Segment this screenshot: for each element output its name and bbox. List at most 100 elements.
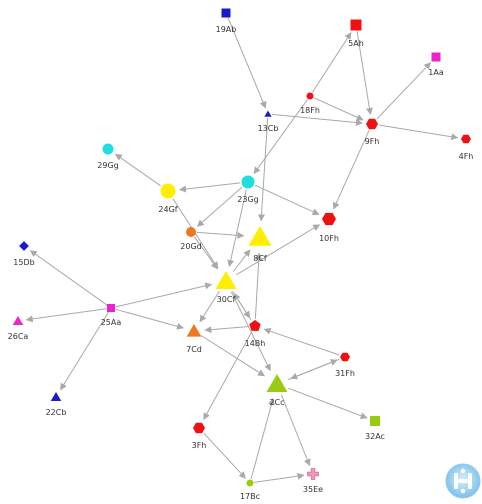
- node-label: 1Aa: [428, 68, 444, 77]
- node-4Fh-hexagon-icon: [461, 134, 471, 144]
- node-23Gg[interactable]: 23Gg: [237, 175, 259, 205]
- node-label: 23Gg: [237, 195, 258, 204]
- node-24Gf[interactable]: 24Gf: [158, 183, 178, 215]
- node-29Gg[interactable]: 29Gg: [97, 143, 119, 171]
- node-1Aa[interactable]: 1Aa: [428, 52, 444, 78]
- node-label: 15Db: [13, 258, 34, 267]
- node-17Bc-circle-icon: [246, 479, 254, 487]
- node-2Cc[interactable]: 2Cc: [266, 374, 288, 407]
- edge-18Fh-to-9Fh: [313, 97, 364, 121]
- node-9Fh[interactable]: 9Fh: [365, 118, 380, 146]
- edge-25Aa-to-30Cf: [115, 282, 213, 308]
- edge-5Ah-to-9Fh: [356, 31, 373, 115]
- node-8Cf[interactable]: 8Cf: [248, 226, 272, 263]
- edge-9Fh-to-1Aa: [376, 62, 432, 120]
- node-30Cf-triangle-icon: [215, 271, 237, 289]
- edge-23Gg-to-24Gf: [179, 182, 241, 193]
- edge-30Cf-to-8Cf: [232, 249, 251, 272]
- node-label: 20Gd: [180, 242, 201, 251]
- node-label: 32Ac: [365, 432, 385, 441]
- node-1Aa-square-icon: [431, 52, 441, 62]
- node-label: 25Aa: [101, 318, 122, 327]
- node-label: 10Fh: [319, 234, 339, 243]
- node-22Cb-triangle-icon: [50, 392, 62, 401]
- edge-24Gf-to-29Gg: [114, 153, 161, 187]
- node-13Cb[interactable]: 13Cb: [258, 110, 279, 134]
- node-15Db[interactable]: 15Db: [13, 241, 35, 267]
- node-3Fh-hexagon-icon: [193, 422, 205, 434]
- node-20Gd[interactable]: 20Gd: [180, 227, 202, 251]
- edge-2Cc-to-31Fh: [288, 359, 338, 381]
- nodes-layer: 19Ab 5Ah 1Aa 18Fh 13Cb 9Fh 4Fh 29Gg 24Gf 23Gg 10Fh…: [8, 8, 474, 502]
- edge-25Aa-to-7Cd: [115, 308, 184, 330]
- node-label: 19Ab: [216, 25, 237, 34]
- node-label: 7Cd: [186, 345, 202, 354]
- edge-25Aa-to-15Db: [29, 250, 108, 306]
- edge-7Cd-to-2Cc: [200, 335, 265, 377]
- node-10Fh[interactable]: 10Fh: [319, 212, 339, 243]
- edge-23Gg-to-20Gd: [196, 186, 243, 227]
- node-label: 29Gg: [97, 161, 118, 170]
- edge-20Gd-to-8Cf: [196, 231, 245, 239]
- node-31Fh[interactable]: 31Fh: [335, 352, 355, 378]
- node-25Aa[interactable]: 25Aa: [101, 304, 122, 327]
- node-18Fh[interactable]: 18Fh: [300, 92, 320, 116]
- edge-2Cc-to-32Ac: [288, 387, 368, 420]
- edge-18Fh-to-23Gg: [253, 99, 308, 175]
- node-19Ab-square-icon: [221, 8, 231, 18]
- node-29Gg-circle-icon: [102, 143, 114, 155]
- edge-23Gg-to-10Fh: [254, 184, 320, 215]
- node-label: 5Ah: [348, 39, 364, 48]
- edge-14Bh-to-30Cf: [233, 293, 252, 321]
- edge-2Cc-to-35Ee: [281, 394, 311, 467]
- node-19Ab[interactable]: 19Ab: [216, 8, 237, 35]
- node-35Ee[interactable]: 35Ee: [303, 468, 323, 495]
- node-30Cf[interactable]: 30Cf: [215, 271, 237, 304]
- node-23Gg-circle-icon: [241, 175, 255, 189]
- edge-9Fh-to-4Fh: [379, 124, 459, 141]
- node-15Db-diamond-icon: [19, 241, 29, 251]
- node-label: 17Bc: [240, 492, 260, 501]
- node-label: 9Fh: [365, 137, 380, 146]
- edge-17Bc-to-2Cc: [250, 397, 275, 480]
- node-5Ah-square-icon: [350, 19, 362, 31]
- edge-14Bh-to-8Cf: [254, 252, 263, 319]
- edge-30Cf-to-2Cc: [230, 291, 271, 372]
- node-5Ah[interactable]: 5Ah: [348, 19, 364, 49]
- edge-9Fh-to-10Fh: [333, 130, 370, 210]
- node-20Gd-circle-icon: [186, 227, 196, 237]
- node-31Fh-hexagon-icon: [340, 352, 350, 362]
- edge-20Gd-to-30Cf: [194, 236, 218, 270]
- node-7Cd[interactable]: 7Cd: [186, 324, 202, 354]
- edge-30Cf-to-10Fh: [236, 224, 321, 276]
- node-label: 26Ca: [8, 332, 29, 341]
- node-7Cd-triangle-icon: [186, 324, 202, 337]
- node-2Cc-triangle-icon: [266, 374, 288, 392]
- node-10Fh-hexagon-icon: [322, 212, 336, 226]
- edge-18Fh-to-5Ah: [311, 32, 352, 93]
- edge-3Fh-to-17Bc: [203, 432, 246, 479]
- node-22Cb[interactable]: 22Cb: [46, 392, 67, 417]
- edge-25Aa-to-22Cb: [60, 311, 109, 391]
- node-9Fh-hexagon-icon: [366, 118, 378, 130]
- node-label: 18Fh: [300, 106, 320, 115]
- node-label: 14Bh: [245, 339, 266, 348]
- node-14Bh[interactable]: 14Bh: [245, 320, 266, 348]
- edge-19Ab-to-13Cb: [227, 17, 267, 109]
- edge-23Gg-to-30Cf: [227, 189, 247, 268]
- node-label: 35Ee: [303, 485, 323, 494]
- node-label: 31Fh: [335, 369, 355, 378]
- edge-17Bc-to-35Ee: [254, 472, 305, 483]
- node-4Fh[interactable]: 4Fh: [459, 134, 474, 161]
- node-26Ca[interactable]: 26Ca: [8, 316, 29, 341]
- node-35Ee-cross-icon: [307, 468, 319, 480]
- node-17Bc[interactable]: 17Bc: [240, 479, 260, 502]
- node-8Cf-triangle-icon: [248, 226, 272, 246]
- node-24Gf-circle-icon: [160, 183, 176, 199]
- node-label: 22Cb: [46, 408, 67, 417]
- node-label: 24Gf: [158, 205, 177, 214]
- edge-14Bh-to-7Cd: [204, 326, 248, 334]
- node-32Ac[interactable]: 32Ac: [365, 416, 385, 441]
- node-3Fh[interactable]: 3Fh: [192, 422, 207, 450]
